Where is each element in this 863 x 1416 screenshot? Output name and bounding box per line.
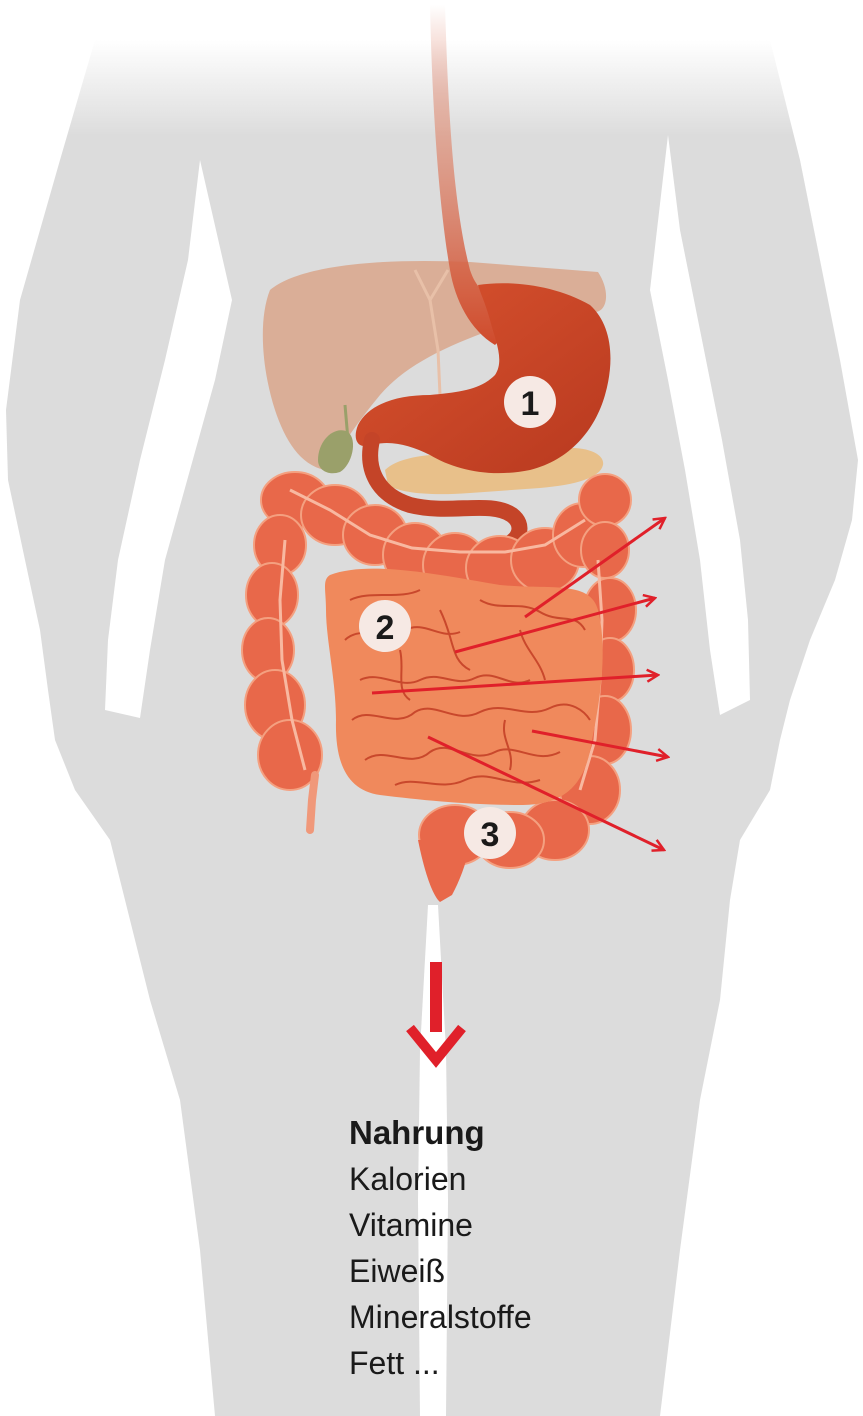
legend-item-protein: Eiweiß xyxy=(349,1248,532,1294)
marker-label-2: 2 xyxy=(376,609,395,647)
appendix xyxy=(310,775,315,830)
marker-label-1: 1 xyxy=(521,385,540,423)
legend-item-fat: Fett ... xyxy=(349,1340,532,1386)
marker-small-intestine: 2 xyxy=(359,600,411,652)
marker-stomach: 1 xyxy=(504,376,556,428)
marker-label-3: 3 xyxy=(481,816,500,854)
nutrition-legend: Nahrung Kalorien Vitamine Eiweiß Mineral… xyxy=(349,1110,532,1386)
legend-title: Nahrung xyxy=(349,1110,532,1156)
legend-item-minerals: Mineralstoffe xyxy=(349,1294,532,1340)
marker-large-intestine: 3 xyxy=(464,807,516,859)
legend-item-calories: Kalorien xyxy=(349,1156,532,1202)
legend-item-vitamins: Vitamine xyxy=(349,1202,532,1248)
